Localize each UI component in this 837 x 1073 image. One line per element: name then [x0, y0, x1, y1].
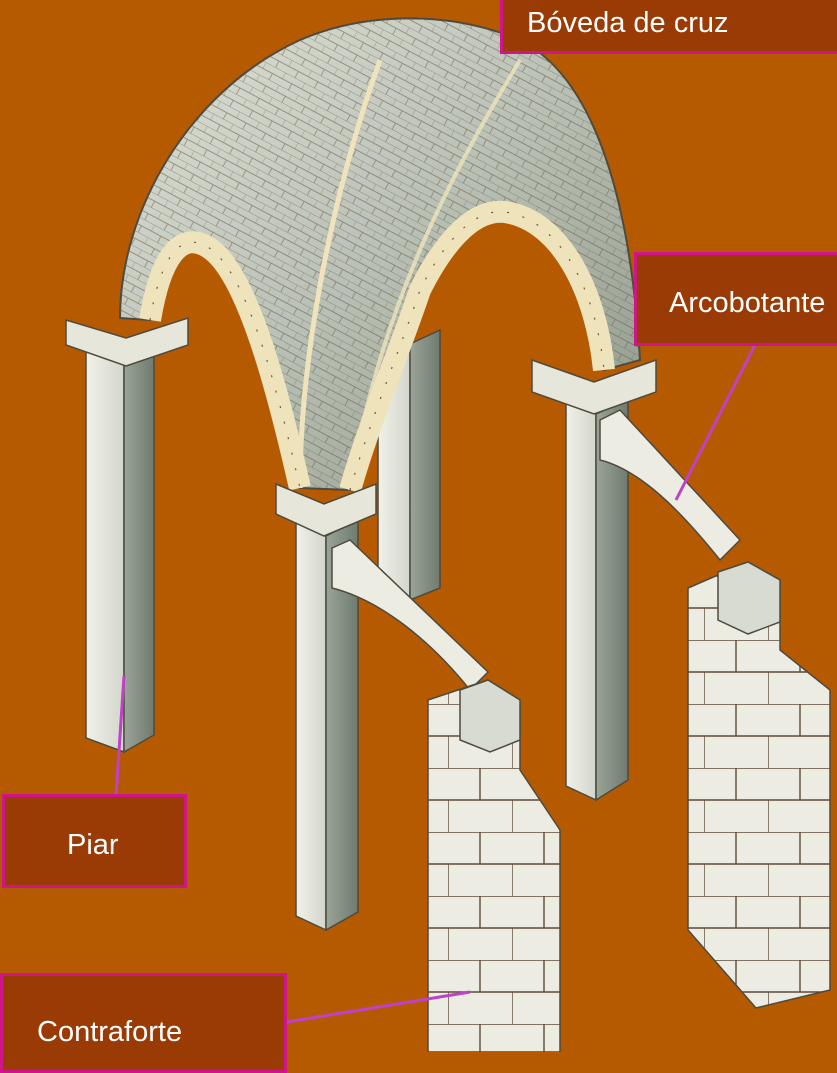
- right-pillar: [532, 360, 656, 800]
- leader-line-arcobotante: [676, 345, 755, 500]
- label-boveda-de-cruz: Bóveda de cruz: [500, 0, 837, 54]
- label-arcobotante: Arcobotante: [634, 252, 837, 346]
- label-contraforte: Contraforte: [0, 973, 287, 1073]
- back-left-pillar: [66, 318, 188, 752]
- cross-vault: [120, 18, 640, 490]
- buttress-wall-right: [688, 562, 830, 1008]
- label-piar: Piar: [2, 794, 187, 888]
